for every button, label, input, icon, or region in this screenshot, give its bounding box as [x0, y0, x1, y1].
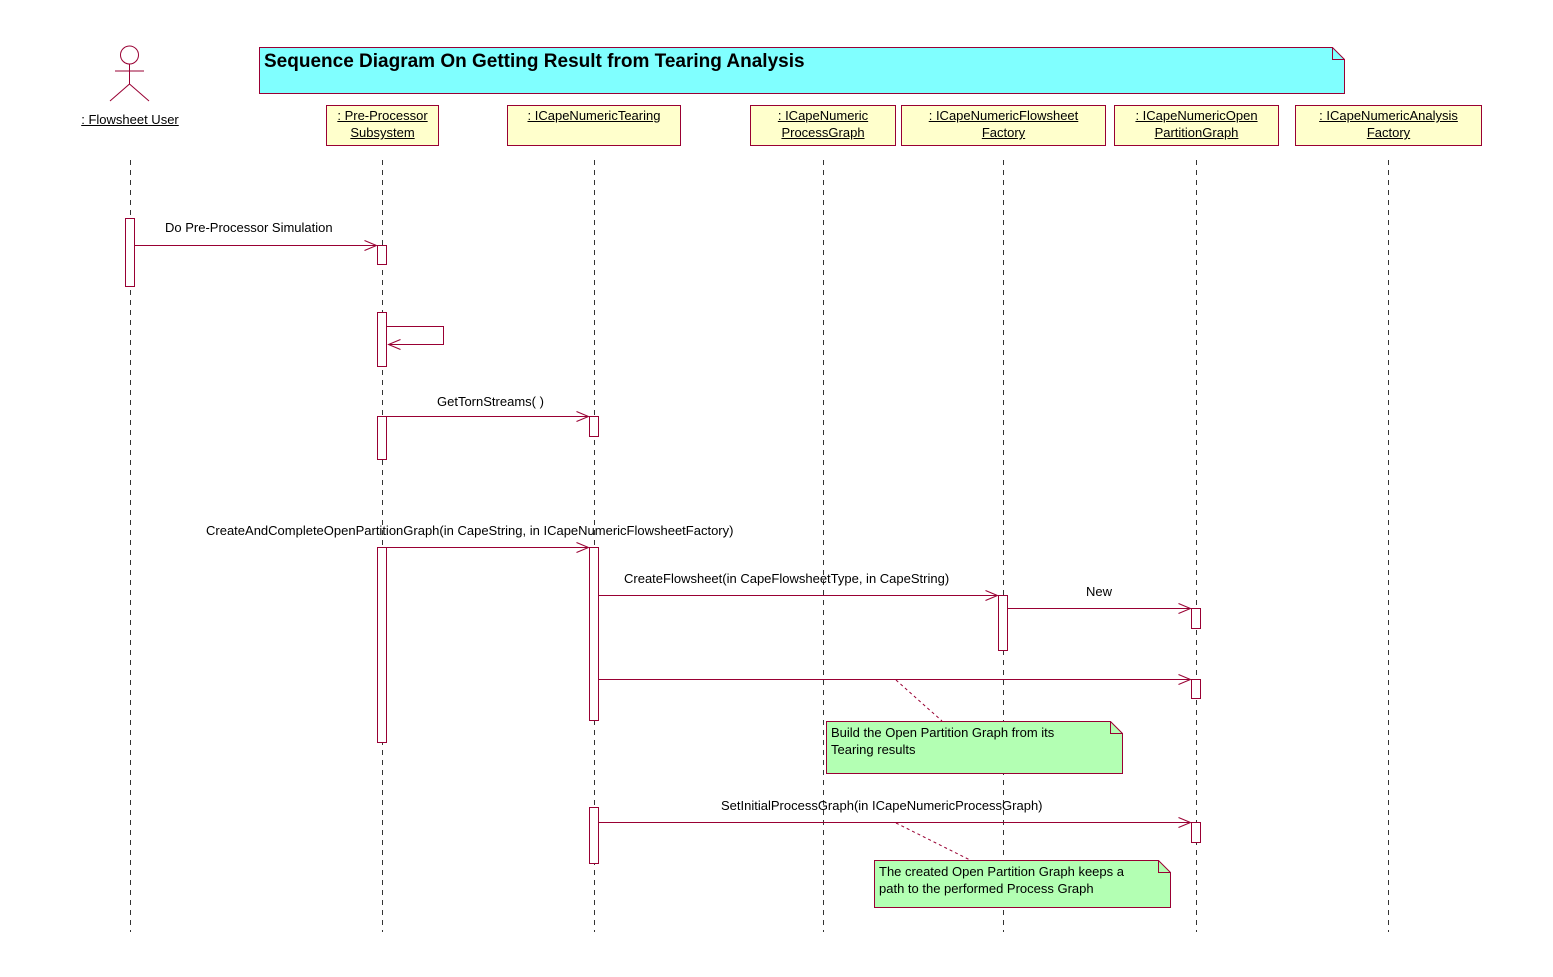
- lifeline-box-analysis-factory[interactable]: : ICapeNumericAnalysis Factory: [1295, 105, 1482, 146]
- note-1-shape: [826, 721, 1123, 774]
- message-arrow-set-initial: [598, 817, 1192, 828]
- note-1-text: Build the Open Partition Graph from its …: [831, 725, 1055, 757]
- message-arrow-get-torn-streams: [386, 411, 590, 422]
- note-1-connector: [895, 679, 943, 722]
- activation-openpart-3: [1191, 822, 1201, 843]
- lifeline-box-tearing[interactable]: : ICapeNumericTearing: [507, 105, 681, 146]
- activation-fsfactory: [998, 595, 1008, 651]
- message-arrow-do-simulation: [134, 240, 378, 251]
- title-note-fold: [1332, 47, 1345, 60]
- user-actor-icon: [109, 45, 150, 102]
- message-arrow-new: [1007, 603, 1192, 614]
- activation-preproc-3: [377, 416, 387, 460]
- note-2-connector: [895, 822, 971, 861]
- activation-preproc-2: [377, 312, 387, 367]
- note-2-shape: [874, 860, 1171, 908]
- diagram-title: Sequence Diagram On Getting Result from …: [264, 51, 805, 72]
- message-arrow-create-flowsheet: [598, 590, 999, 601]
- lifeline-box-process-graph[interactable]: : ICapeNumeric ProcessGraph: [750, 105, 896, 146]
- lifeline-box-pre-processor[interactable]: : Pre-Processor Subsystem: [326, 105, 439, 146]
- activation-preproc-1: [377, 245, 387, 265]
- message-label-create-flowsheet: CreateFlowsheet(in CapeFlowsheetType, in…: [624, 571, 950, 586]
- message-arrow-self-call: [386, 326, 444, 350]
- message-label-new: New: [1086, 584, 1113, 599]
- note-1-fold: [1110, 721, 1123, 734]
- message-label-create-open-partition: CreateAndCompleteOpenPartitionGraph(in C…: [206, 523, 734, 538]
- note-2-fold: [1158, 860, 1171, 873]
- activation-openpart-1: [1191, 608, 1201, 629]
- message-label-set-initial: SetInitialProcessGraph(in ICapeNumericPr…: [721, 798, 1043, 813]
- activation-tearing-3: [589, 807, 599, 864]
- lifeline-box-flowsheet-factory[interactable]: : ICapeNumericFlowsheet Factory: [901, 105, 1106, 146]
- message-arrow-build: [598, 674, 1192, 685]
- activation-openpart-2: [1191, 679, 1201, 699]
- actor-label-flowsheet-user: : Flowsheet User: [81, 112, 179, 127]
- note-2-text: The created Open Partition Graph keeps a…: [879, 864, 1124, 896]
- activation-preproc-4: [377, 547, 387, 743]
- activation-tearing-2: [589, 547, 599, 721]
- message-label-do-simulation: Do Pre-Processor Simulation: [165, 220, 333, 235]
- activation-tearing-1: [589, 416, 599, 437]
- title-note-shape: [259, 47, 1345, 94]
- activation-user: [125, 218, 135, 287]
- message-arrow-create-open-partition: [386, 542, 590, 553]
- message-label-get-torn-streams: GetTornStreams( ): [437, 394, 544, 409]
- lifeline-box-open-partition-graph[interactable]: : ICapeNumericOpen PartitionGraph: [1114, 105, 1279, 146]
